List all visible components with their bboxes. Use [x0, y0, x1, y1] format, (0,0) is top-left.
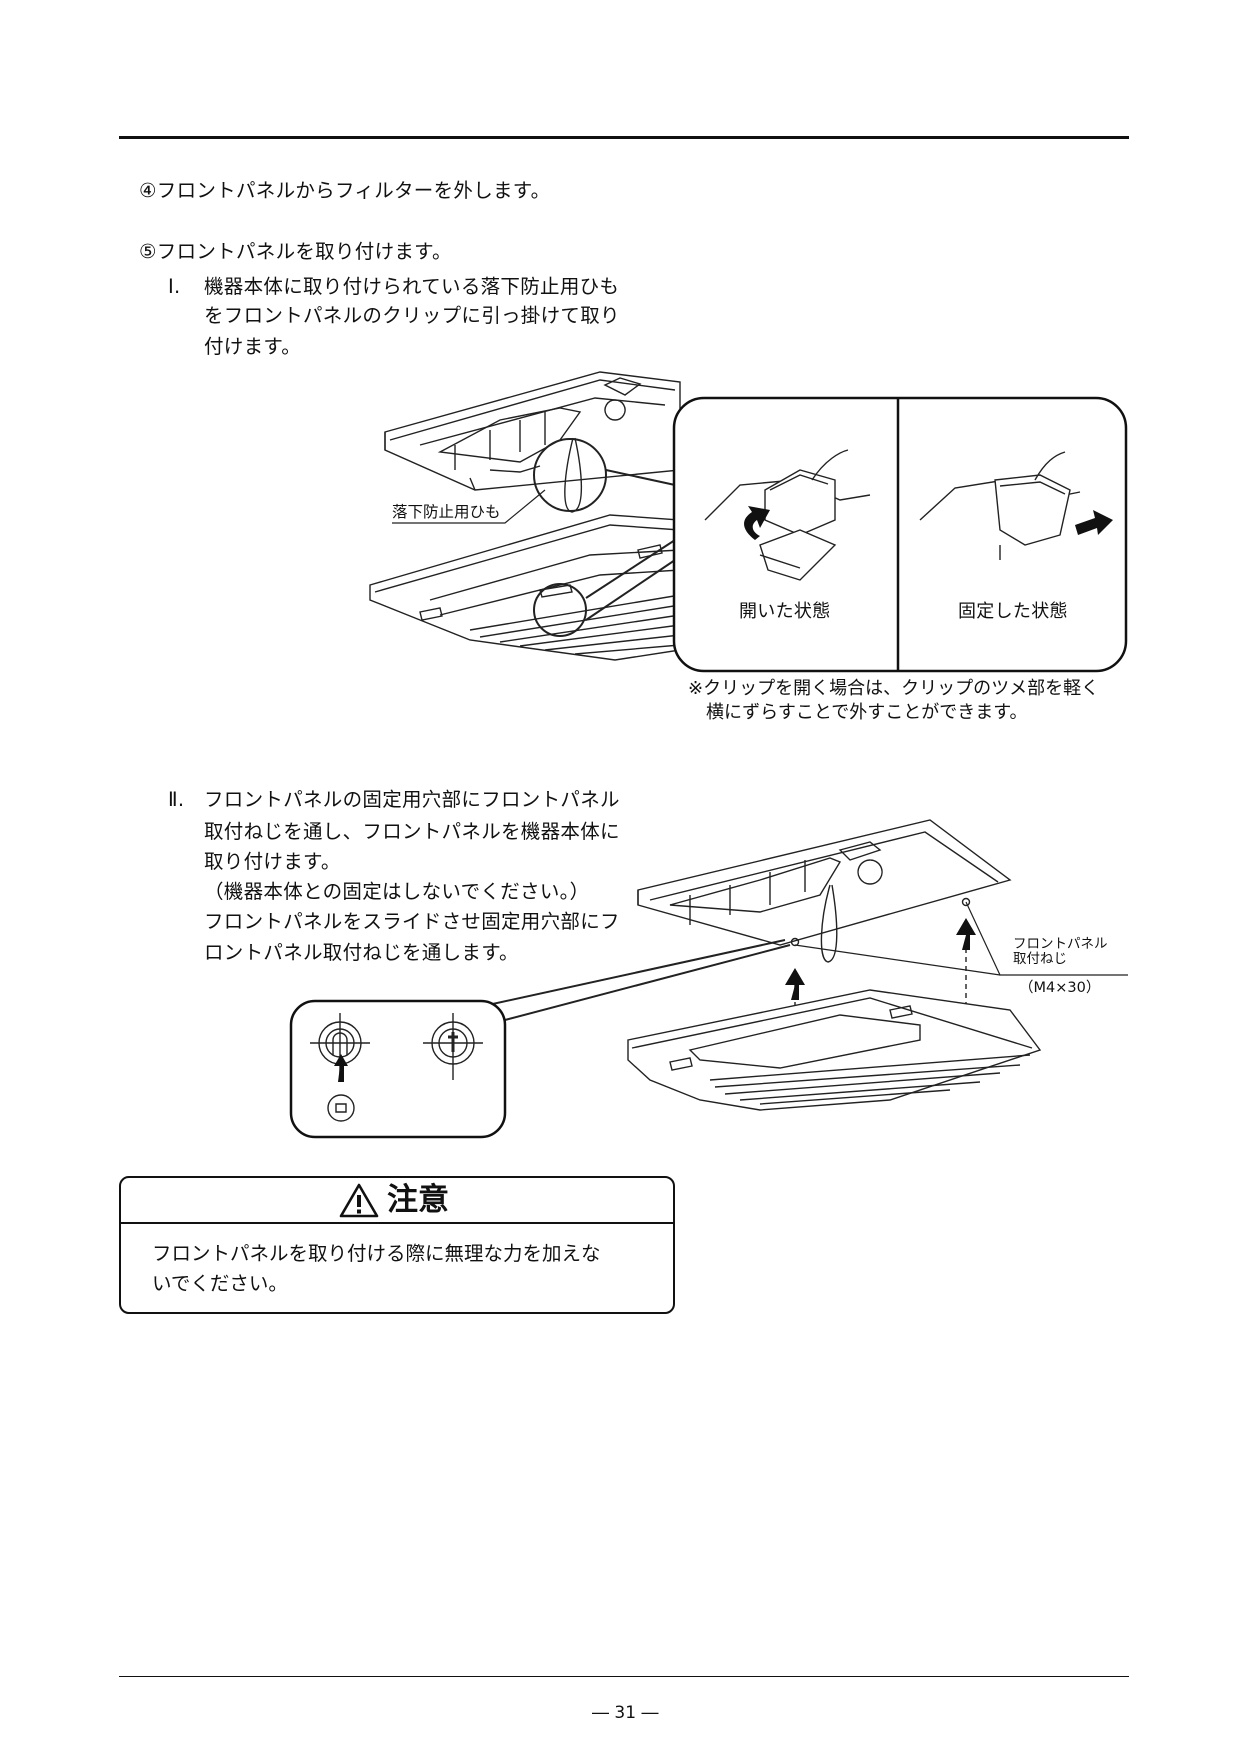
header-rule — [119, 136, 1129, 139]
sub2-line-6: ロントパネル取付ねじを通します。 — [204, 941, 519, 964]
sub2-line-1: フロントパネルの固定用穴部にフロントパネル — [204, 788, 620, 811]
caution-title: 注意 — [387, 1182, 449, 1218]
screw-label-line-2: 取付ねじ — [1013, 951, 1067, 967]
screw-spec: （M4×30） — [1019, 980, 1101, 996]
screw-label-line-1: フロントパネル — [1013, 936, 1108, 952]
sub2-line-4: （機器本体との固定はしないでください。） — [204, 880, 590, 903]
page-number: ― 31 ― — [592, 1703, 659, 1723]
sub1-line-2: をフロントパネルのクリップに引っ掛けて取り — [204, 304, 620, 327]
fixed-state-label: 固定した状態 — [958, 601, 1068, 622]
step5-title: ⑤フロントパネルを取り付けます。 — [139, 240, 452, 263]
caution-header: 注意 — [121, 1178, 673, 1224]
open-state-label: 開いた状態 — [739, 601, 831, 622]
caution-line-2: いでください。 — [152, 1272, 288, 1295]
sub2-line-2: 取付ねじを通し、フロントパネルを機器本体に — [204, 820, 620, 843]
caution-line-1: フロントパネルを取り付ける際に無理な力を加えな — [152, 1242, 601, 1265]
warning-triangle-icon — [339, 1183, 379, 1218]
sub2-marker: Ⅱ. — [168, 788, 185, 811]
caution-box: 注意 フロントパネルを取り付ける際に無理な力を加えな いでください。 — [119, 1176, 675, 1314]
strap-label: 落下防止用ひも — [392, 503, 501, 521]
clip-note-line-1: ※クリップを開く場合は、クリップのツメ部を軽く — [688, 678, 1100, 699]
sub2-line-5: フロントパネルをスライドさせ固定用穴部にフ — [204, 910, 620, 933]
footer-rule — [119, 1676, 1129, 1677]
sub1-line-1: 機器本体に取り付けられている落下防止用ひも — [204, 275, 620, 298]
sub1-line-3: 付けます。 — [204, 335, 302, 358]
step4-text: ④フロントパネルからフィルターを外します。 — [139, 179, 551, 202]
clip-note-line-2: 横にずらすことで外すことができます。 — [706, 702, 1028, 723]
sub1-marker: Ⅰ. — [168, 275, 181, 298]
sub2-line-3: 取り付けます。 — [204, 850, 341, 873]
